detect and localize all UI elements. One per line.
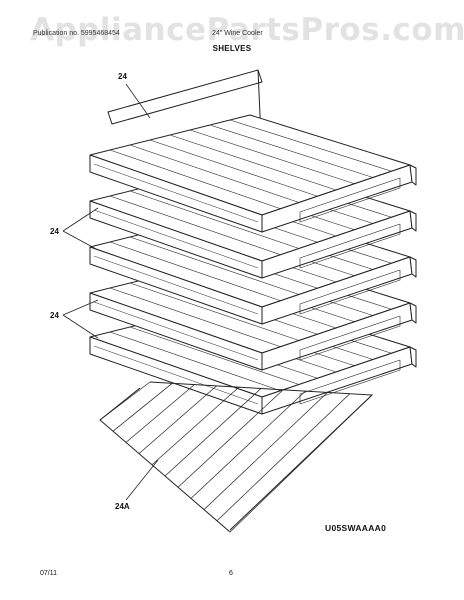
leader-middle-a [62,207,99,232]
shelf-end-cap [409,346,417,368]
shelf-end-cap [409,210,417,232]
shelf-wire [189,129,355,185]
leader-lower-b [62,314,99,339]
rack-wire [203,392,328,510]
shelf-wire [109,195,281,256]
rack-wire [177,389,284,488]
back-shelf-rail [107,69,263,125]
callout-leaders [62,83,159,501]
rack-wire [99,381,151,421]
shelf [89,114,417,233]
diagram-title: SHELVES [212,44,252,53]
shelf-wire [169,134,337,191]
rack-wire [151,386,240,466]
shelf-wire [149,139,318,197]
shelf-wire [109,331,281,392]
shelf-wire [109,241,281,302]
watermark-text: AppliancePartsPros.com [30,12,464,48]
publication-number: Publication no. 5995468454 [33,30,120,37]
end-panel-inset [299,269,401,315]
rack-wire [125,384,195,443]
leader-rack [125,459,159,501]
rack-wire [216,393,351,522]
leader-lower-a [62,299,99,316]
shelf-wire [129,236,300,295]
rack-wire [138,385,217,454]
shelf-wire [129,144,300,203]
end-panel-inset [299,315,401,361]
rack-wire [112,383,173,432]
rack-wire [164,388,262,477]
shelf-end-cap [409,302,417,324]
callout-middle-shelves: 24 [50,227,59,236]
shelf-end-cap [409,256,417,278]
footer-page-number: 6 [229,570,233,577]
leader-middle-b [62,230,99,251]
model-header: 24" Wine Cooler [212,30,263,37]
shelf-stack [89,69,417,415]
shelf-wire [129,190,300,249]
rack-wire [229,394,373,533]
rail-detail [93,209,259,269]
rail-detail [93,255,259,315]
shelf-wire [129,326,300,385]
callout-wire-rack: 24A [115,502,130,511]
rail-detail [93,163,259,223]
callout-lower-shelves: 24 [50,311,59,320]
bottom-wire-rack [99,381,374,533]
shelf-wire [229,119,392,172]
end-panel-inset [299,359,401,405]
shelf-wire [109,149,281,210]
end-panel-inset [299,223,401,269]
diagram-code: U05SWAAAA0 [325,523,387,533]
shelf-wire [129,282,300,341]
shelf-wire [109,287,281,348]
rail-detail [93,301,259,361]
rack-wire [190,390,306,499]
leader-top [125,83,151,119]
footer-date: 07/11 [40,570,57,577]
shelf-wire [209,124,374,178]
callout-top-shelf: 24 [118,72,127,81]
end-panel-inset [299,177,401,223]
shelf-end-cap [409,164,417,186]
